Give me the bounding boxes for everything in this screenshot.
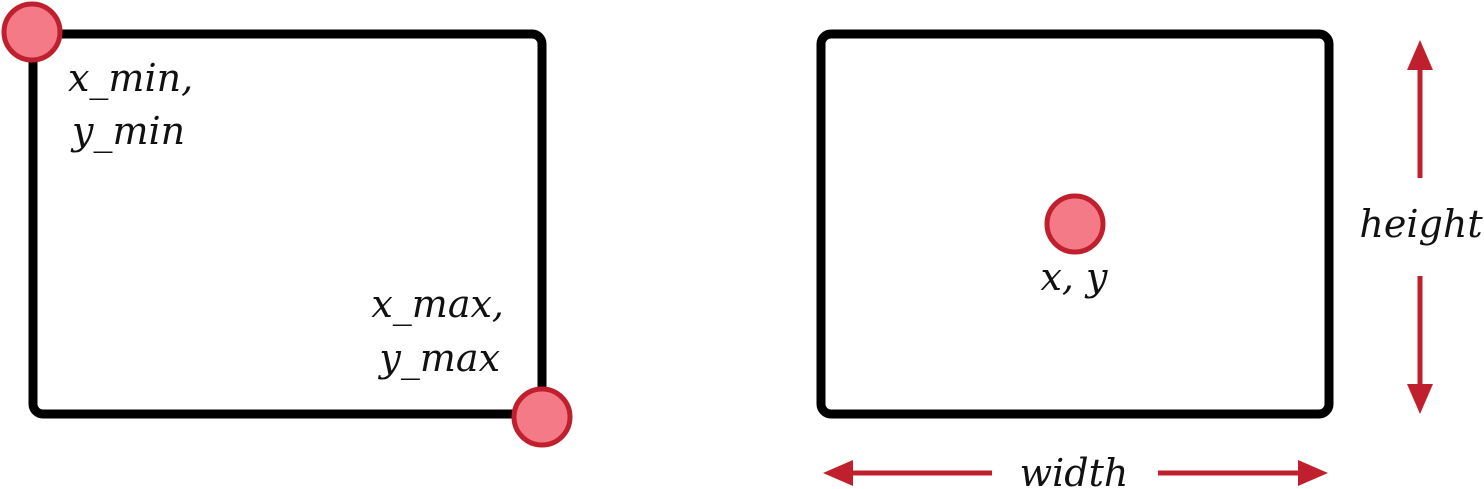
center-label: x, y <box>1040 255 1108 299</box>
max-corner-point <box>511 386 573 448</box>
right-bounding-box <box>816 29 1334 419</box>
center-point <box>1044 193 1106 255</box>
width-arrow-right <box>1158 460 1328 486</box>
height-label: height <box>1359 202 1483 246</box>
center-size-format-panel: x, y width height <box>816 29 1483 489</box>
min-label-line1: x_min, <box>68 56 193 101</box>
max-label-line1: x_max, <box>371 282 504 327</box>
width-label: width <box>1020 451 1129 489</box>
height-arrow-up <box>1407 40 1433 178</box>
left-bounding-box <box>28 29 547 419</box>
height-arrow-down <box>1407 276 1433 414</box>
min-label-line2: y_min <box>70 109 185 154</box>
corner-format-panel: x_min, y_min x_max, y_max <box>1 1 573 448</box>
max-label-line2: y_max <box>377 336 500 381</box>
min-corner-point <box>1 1 63 63</box>
width-arrow-left <box>823 460 992 486</box>
